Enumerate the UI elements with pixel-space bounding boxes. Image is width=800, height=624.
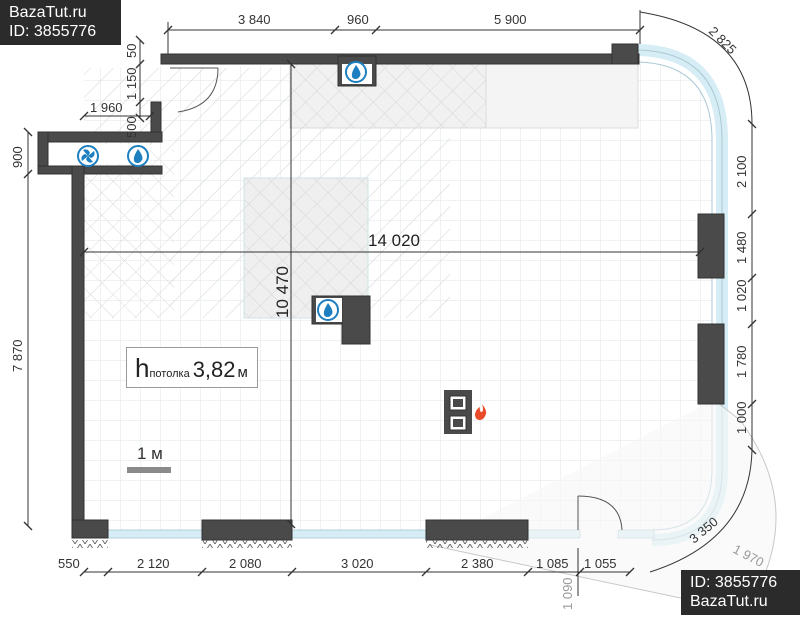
walls	[37, 43, 725, 541]
ceiling-height-label: h потолка 3,82 м	[126, 347, 258, 388]
ventilation-fan-icon	[77, 145, 99, 167]
dim-bottom-2: 2 080	[229, 556, 262, 571]
gas-flame-icon	[475, 404, 487, 420]
dim-upper-left-3: 1 960	[90, 100, 123, 115]
dim-left-1: 7 870	[10, 339, 25, 372]
watermark-site: BazaTut.ru	[690, 593, 768, 610]
dim-top-2: 5 900	[494, 12, 527, 27]
scale-bar: 1 м	[127, 444, 173, 473]
dim-interior-height: 10 470	[273, 266, 292, 318]
scale-bar-label: 1 м	[137, 444, 163, 463]
dim-right-0: 2 825	[706, 24, 740, 58]
dim-top-0: 3 840	[238, 12, 271, 27]
dim-right-2: 1 480	[734, 231, 749, 264]
dim-upper-left-0: 50	[124, 44, 139, 58]
ceiling-symbol: h	[135, 353, 150, 383]
dim-bottom-0: 550	[58, 556, 80, 571]
watermark-site: BazaTut.ru	[9, 4, 87, 21]
watermark-top-left: BazaTut.ru ID: 3855776	[0, 0, 121, 45]
dim-bottom-7: 1 090	[560, 577, 575, 610]
dim-interior-width: 14 020	[368, 231, 420, 250]
dim-right-3: 1 020	[734, 279, 749, 312]
watermark-bottom-right: ID: 3855776 BazaTut.ru	[681, 570, 800, 615]
dim-bottom-5: 1 085	[536, 556, 569, 571]
dimension-lines	[28, 10, 752, 596]
dim-bottom-3: 3 020	[341, 556, 374, 571]
stove-icon	[444, 390, 472, 434]
dim-upper-left-1: 1 150	[124, 67, 139, 100]
ground-hatch	[72, 540, 108, 548]
watermark-id: ID: 3855776	[9, 23, 97, 40]
dim-upper-left-2: 500	[124, 116, 139, 138]
ceiling-unit: м	[237, 364, 248, 381]
room-floor	[84, 61, 712, 530]
dim-bottom-1: 2 120	[137, 556, 170, 571]
dim-bottom-4: 2 380	[461, 556, 494, 571]
scale-bar-line	[127, 467, 171, 473]
water-drop-icon	[127, 61, 367, 321]
ceiling-value: 3,82	[192, 357, 236, 382]
dim-right-1: 2 100	[734, 155, 749, 188]
dim-left-0: 900	[10, 146, 25, 168]
dim-right-5: 1 000	[734, 401, 749, 434]
ceiling-subscript: потолка	[149, 368, 190, 380]
dim-bottom-6: 1 055	[584, 556, 617, 571]
watermark-id: ID: 3855776	[690, 574, 778, 591]
dim-top-1: 960	[347, 12, 369, 27]
door-icon	[170, 67, 623, 531]
dim-right-4: 1 780	[734, 345, 749, 378]
